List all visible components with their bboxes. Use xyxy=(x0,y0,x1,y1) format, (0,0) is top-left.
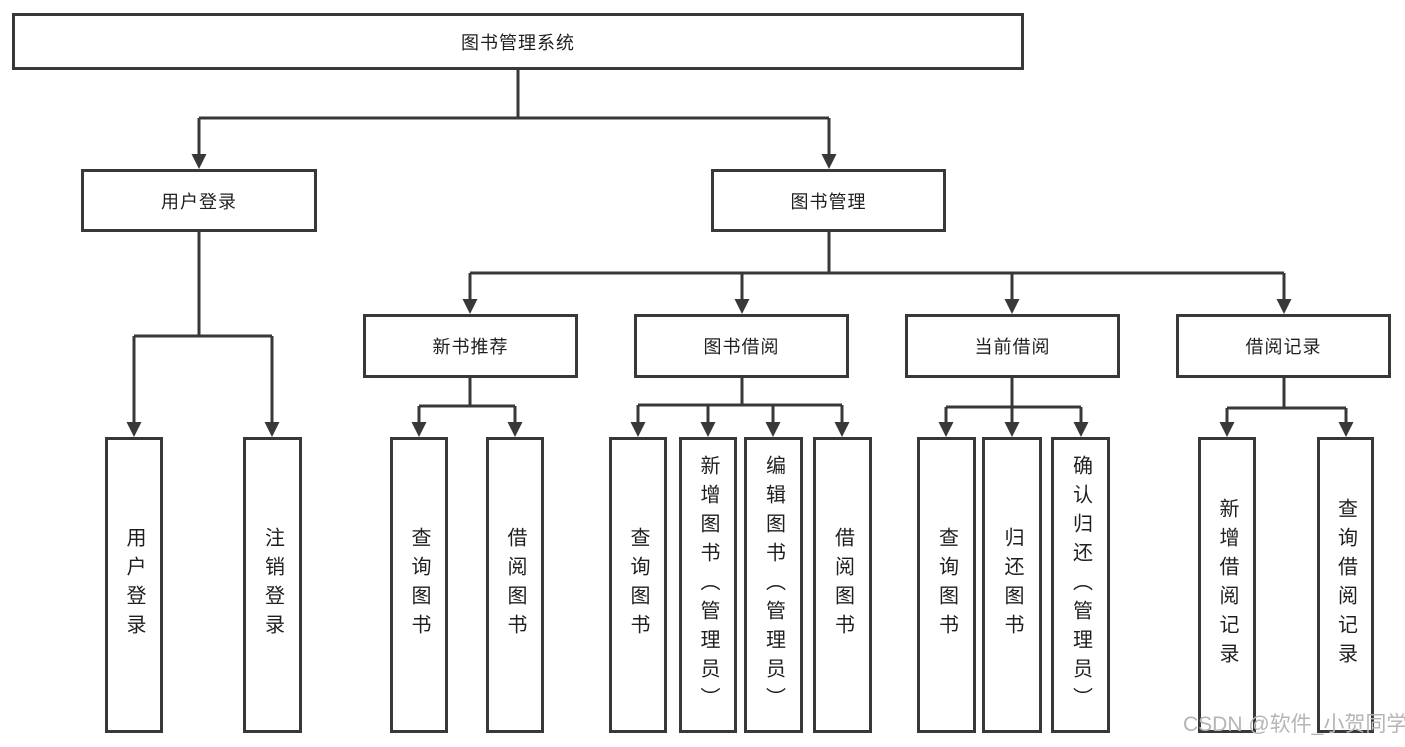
leaf-return-book: 归还图书 xyxy=(982,437,1042,733)
leaf-borrow-books-recommend: 借阅图书 xyxy=(486,437,544,733)
leaf-confirm-return-admin: 确认归还（管理员） xyxy=(1051,437,1110,733)
leaf-add-book-admin: 新增图书（管理员） xyxy=(679,437,737,733)
node-book-management-label: 图书管理 xyxy=(790,191,867,212)
leaf-query-books-current: 查询图书 xyxy=(917,437,976,733)
leaf-borrow-books-label: 借阅图书 xyxy=(831,527,854,643)
leaf-user-login: 用户登录 xyxy=(105,437,163,733)
leaf-edit-book-admin-label: 编辑图书（管理员） xyxy=(762,454,785,716)
leaf-return-book-label: 归还图书 xyxy=(1001,527,1023,643)
leaf-query-books-borrow: 查询图书 xyxy=(609,437,667,733)
node-book-borrow: 图书借阅 xyxy=(634,314,849,378)
node-borrow-records-label: 借阅记录 xyxy=(1245,337,1322,357)
leaf-query-borrow-record: 查询借阅记录 xyxy=(1317,437,1374,733)
node-borrow-records: 借阅记录 xyxy=(1176,314,1391,378)
node-root: 图书管理系统 xyxy=(12,13,1024,70)
leaf-query-books-recommend: 查询图书 xyxy=(390,437,448,733)
leaf-query-books-current-label: 查询图书 xyxy=(935,527,958,643)
leaf-borrow-books: 借阅图书 xyxy=(813,437,872,733)
node-book-management: 图书管理 xyxy=(711,169,946,232)
node-new-book-recommend-label: 新书推荐 xyxy=(432,337,509,357)
leaf-confirm-return-admin-label: 确认归还（管理员） xyxy=(1069,454,1092,716)
leaf-add-book-admin-label: 新增图书（管理员） xyxy=(697,454,719,716)
node-current-borrow-label: 当前借阅 xyxy=(974,337,1051,357)
leaf-query-books-borrow-label: 查询图书 xyxy=(627,527,649,643)
node-book-borrow-label: 图书借阅 xyxy=(703,337,780,357)
leaf-query-books-recommend-label: 查询图书 xyxy=(408,527,430,643)
leaf-add-borrow-record-label: 新增借阅记录 xyxy=(1216,498,1238,672)
node-user-login-label: 用户登录 xyxy=(161,191,237,212)
leaf-query-borrow-record-label: 查询借阅记录 xyxy=(1334,498,1357,672)
node-current-borrow: 当前借阅 xyxy=(905,314,1120,378)
leaf-logout: 注销登录 xyxy=(243,437,302,733)
leaf-edit-book-admin: 编辑图书（管理员） xyxy=(744,437,803,733)
leaf-add-borrow-record: 新增借阅记录 xyxy=(1198,437,1256,733)
node-user-login: 用户登录 xyxy=(81,169,317,232)
node-root-label: 图书管理系统 xyxy=(461,32,575,53)
node-new-book-recommend: 新书推荐 xyxy=(363,314,578,378)
leaf-borrow-books-recommend-label: 借阅图书 xyxy=(504,527,526,643)
leaf-user-login-label: 用户登录 xyxy=(123,527,145,643)
leaf-logout-label: 注销登录 xyxy=(261,527,284,643)
